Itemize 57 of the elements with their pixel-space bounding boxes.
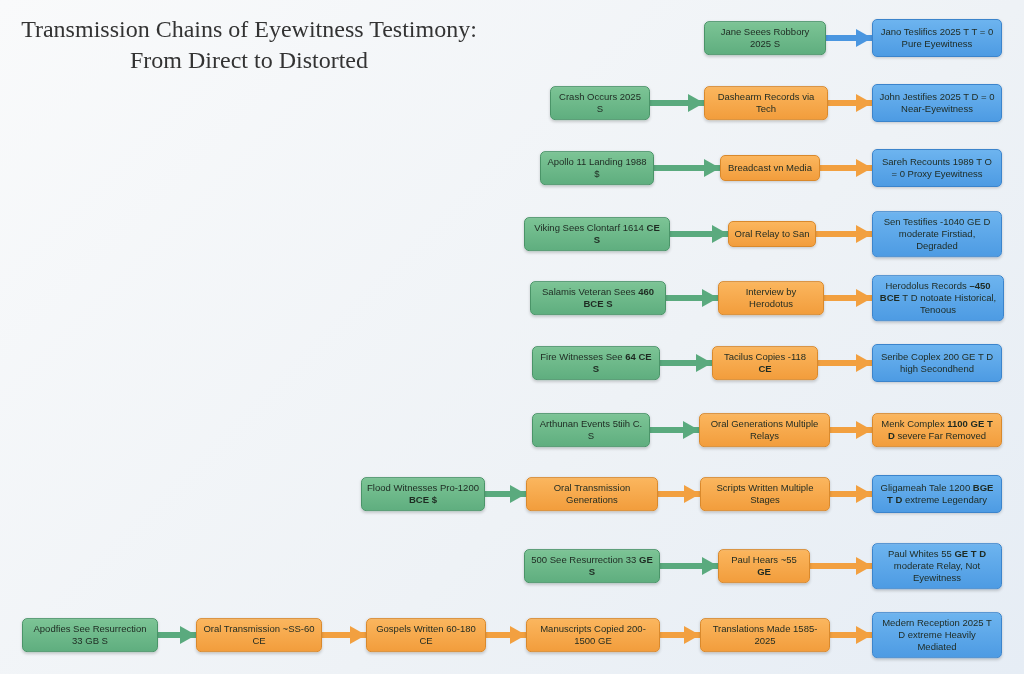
arrow xyxy=(824,289,872,307)
arrow xyxy=(660,557,718,575)
arrow xyxy=(322,626,366,644)
event-box: 500 See Resurrection 33 GE S xyxy=(524,549,660,583)
arrow xyxy=(830,485,872,503)
arrow xyxy=(650,94,704,112)
event-box: Salamis Veteran Sees 460 BCE S xyxy=(530,281,666,315)
event-box: Flood Witnesses Pro-1200 BCE $ xyxy=(361,477,485,511)
event-box: Fire Witnesses See 64 CE S xyxy=(532,346,660,380)
relay-box: Tacilus Copies -118 CE xyxy=(712,346,818,380)
testimony-box: Herodolus Records –450 BCE T D notoate Historical, Tenoous xyxy=(872,275,1004,321)
testimony-box: Jano Teslifics 2025 T T = 0 Pure Eyewitness xyxy=(872,19,1002,57)
arrow xyxy=(654,159,720,177)
event-box: Apollo 11 Landing 1988 $ xyxy=(540,151,654,185)
testimony-box: Medern Reception 2025 T D extreme Heavily Mediated xyxy=(872,612,1002,658)
relay-box: Paul Hears ~55 GE xyxy=(718,549,810,583)
relay-box: Translations Made 1585-2025 xyxy=(700,618,830,652)
arrow xyxy=(158,626,196,644)
arrow xyxy=(818,354,872,372)
relay-box: Breadcast vn Media xyxy=(720,155,820,181)
arrow xyxy=(820,159,872,177)
testimony-box: John Jestifies 2025 T D = 0 Near-Eyewitness xyxy=(872,84,1002,122)
arrow xyxy=(830,626,872,644)
arrow xyxy=(658,485,700,503)
testimony-box: Sen Testifies -1040 GE D moderate Firstiad, Degraded xyxy=(872,211,1002,257)
event-box: Apodfies See Resurrection 33 GB S xyxy=(22,618,158,652)
relay-box: Manuscripts Copied 200-1500 GE xyxy=(526,618,660,652)
relay-box: Oral Generations Multiple Relays xyxy=(699,413,830,447)
relay-box: Interview by Herodotus xyxy=(718,281,824,315)
testimony-box: Seribe Coplex 200 GE T D high Secondhend xyxy=(872,344,1002,382)
relay-box: Oral Transmission ~SS-60 CE xyxy=(196,618,322,652)
arrow xyxy=(670,225,728,243)
relay-box: Oral Relay to San xyxy=(728,221,816,247)
arrow xyxy=(830,421,872,439)
event-box: Jane Seees Robbory 2025 S xyxy=(704,21,826,55)
arrow xyxy=(660,626,700,644)
arrow xyxy=(826,29,872,47)
event-box: Arthunan Events 5tiih C. S xyxy=(532,413,650,447)
testimony-box: Sareh Recounts 1989 T O = 0 Proxy Eyewitness xyxy=(872,149,1002,187)
arrow xyxy=(485,485,526,503)
arrow xyxy=(816,225,872,243)
testimony-box: Gligameah Tale 1200 BGE T D extreme Legendary xyxy=(872,475,1002,513)
event-box: Viking Sees Clontarf 1614 CE S xyxy=(524,217,670,251)
arrow xyxy=(660,354,712,372)
relay-box: Menk Complex 1100 GE T D severe Far Removed xyxy=(872,413,1002,447)
arrow xyxy=(810,557,872,575)
relay-box: Dashearm Records via Tech xyxy=(704,86,828,120)
relay-box: Scripts Written Multiple Stages xyxy=(700,477,830,511)
relay-box: Gospels Written 60-180 CE xyxy=(366,618,486,652)
testimony-box: Paul Whites 55 GE T D moderate Relay, Not Eyewitness xyxy=(872,543,1002,589)
event-box: Crash Occurs 2025 S xyxy=(550,86,650,120)
relay-box: Oral Transmission Generations xyxy=(526,477,658,511)
arrow xyxy=(666,289,718,307)
arrow xyxy=(828,94,872,112)
arrow xyxy=(486,626,526,644)
arrow xyxy=(650,421,699,439)
diagram-title: Transmission Chains of Eyewitness Testimony: From Direct to Distorted xyxy=(20,15,478,75)
